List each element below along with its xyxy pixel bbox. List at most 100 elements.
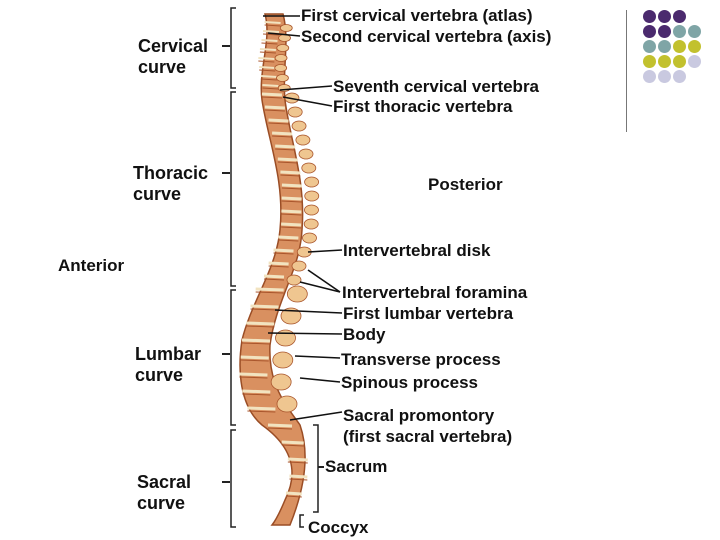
- vertebra-edge: [281, 444, 304, 447]
- spinous-process-shape: [280, 307, 302, 325]
- vertebra-edge: [241, 342, 271, 345]
- vertebra-edge: [264, 109, 285, 112]
- intervertebral-disk-band: [281, 209, 302, 214]
- intervertebral-disk-band: [247, 406, 276, 411]
- tick-sacral: [222, 481, 230, 483]
- intervertebral-disk-band: [268, 261, 289, 266]
- spinous-process-shape: [304, 190, 320, 202]
- spinous-process-shape: [272, 351, 294, 369]
- label-first-sacral: (first sacral vertebra): [343, 427, 513, 446]
- intervertebral-disk-band: [259, 48, 276, 51]
- decorative-dot: [643, 10, 656, 23]
- intervertebral-disk-band: [262, 30, 280, 33]
- decorative-dot: [673, 55, 686, 68]
- intervertebral-disk-band: [280, 170, 301, 175]
- spinous-process-shape: [304, 176, 320, 188]
- spinous-process-shape: [304, 204, 319, 216]
- vertebra-edge: [285, 495, 302, 498]
- vertebra-edge: [281, 226, 302, 229]
- vertebra-edge: [267, 427, 293, 430]
- spinous-process-shape: [279, 24, 293, 32]
- intervertebral-disk-band: [285, 491, 302, 496]
- vertebra-edge: [250, 308, 279, 311]
- vertebra-edge: [259, 69, 276, 72]
- label-spinous-process: Spinous process: [341, 373, 478, 392]
- spinous-process-shape: [270, 373, 292, 391]
- spinous-process-shape: [286, 274, 302, 286]
- vertebra-edge: [263, 278, 285, 281]
- vertebra-edge: [281, 200, 302, 203]
- spinous-processes: [270, 24, 320, 413]
- decorative-dot: [688, 40, 701, 53]
- label-anterior: Anterior: [58, 256, 125, 275]
- spinous-process-shape: [291, 260, 307, 272]
- region-label-thoracic: Thoracic curve: [133, 163, 209, 204]
- label-intervertebral-foramina: Intervertebral foramina: [342, 283, 528, 302]
- intervertebral-disk-band: [255, 287, 284, 292]
- vertebra-edge: [277, 161, 298, 164]
- decorative-dot: [658, 70, 671, 83]
- vertebra-edge: [281, 213, 302, 216]
- intervertebral-disk-band: [241, 338, 271, 343]
- intervertebral-disk-band: [250, 304, 279, 309]
- vertebra-edge: [240, 359, 269, 362]
- vertebra-edge: [264, 24, 281, 27]
- vertebra-edge: [272, 135, 293, 138]
- spinous-process-shape: [303, 218, 319, 230]
- label-posterior: Posterior: [428, 175, 503, 194]
- decorative-dot: [673, 70, 686, 83]
- vertebra-bands: [239, 21, 308, 498]
- spinous-process-shape: [302, 232, 317, 244]
- tick-sacrum: [318, 466, 324, 468]
- vertebra-edge: [242, 393, 271, 396]
- intervertebral-disk-band: [258, 57, 275, 60]
- intervertebral-disk-band: [262, 84, 279, 87]
- vertebra-edge: [278, 239, 299, 242]
- vertebra-edge: [263, 33, 280, 36]
- intervertebral-disk-band: [281, 196, 302, 201]
- region-label-cervical: Cervical curve: [138, 36, 209, 77]
- intervertebral-disk-band: [287, 457, 308, 462]
- intervertebral-disk-band: [263, 274, 285, 279]
- decorative-dot: [658, 10, 671, 23]
- vertebra-edge: [268, 265, 289, 268]
- decorative-dot: [658, 40, 671, 53]
- label-sacral-promontory: Sacral promontory: [343, 406, 495, 425]
- region-label-lumbar: Lumbar curve: [135, 344, 202, 385]
- vertebra-edge: [273, 252, 294, 255]
- intervertebral-disk-band: [281, 183, 302, 188]
- label-axis: Second cervical vertebra (axis): [301, 27, 552, 46]
- spinous-process-shape: [274, 54, 288, 62]
- decorative-dot: [643, 55, 656, 68]
- label-intervertebral-disk: Intervertebral disk: [343, 241, 491, 260]
- label-sacrum: Sacrum: [325, 457, 388, 476]
- intervertebral-disk-band: [246, 321, 275, 326]
- decorative-dot: [643, 40, 656, 53]
- label-seventh-cervical: Seventh cervical vertebra: [333, 77, 540, 96]
- vertebra-edge: [275, 148, 296, 151]
- vertebra-edge: [261, 42, 278, 45]
- spinous-process-shape: [301, 162, 317, 174]
- spinous-process-shape: [276, 74, 289, 82]
- region-label-sacral: Sacral curve: [137, 472, 192, 513]
- decorative-dot: [673, 10, 686, 23]
- label-transverse-process: Transverse process: [341, 350, 501, 369]
- intervertebral-disk-band: [264, 105, 285, 110]
- decorative-divider-line: [626, 10, 627, 132]
- intervertebral-disk-band: [277, 157, 298, 162]
- intervertebral-disk-band: [278, 235, 299, 240]
- vertebra-edge: [239, 376, 268, 379]
- intervertebral-disk-band: [261, 39, 278, 42]
- label-atlas: First cervical vertebra (atlas): [301, 6, 533, 25]
- intervertebral-disk-band: [261, 92, 283, 97]
- intervertebral-disk-band: [242, 389, 271, 394]
- label-first-thoracic: First thoracic vertebra: [333, 97, 513, 116]
- vertebra-edge: [255, 291, 284, 294]
- decorative-dot: [658, 25, 671, 38]
- decorative-dot: [673, 40, 686, 53]
- label-body: Body: [343, 325, 386, 344]
- vertebra-edge: [261, 96, 282, 99]
- vertebra-edge: [247, 410, 276, 413]
- intervertebral-disk-band: [239, 372, 268, 377]
- vertebra-edge: [258, 60, 275, 63]
